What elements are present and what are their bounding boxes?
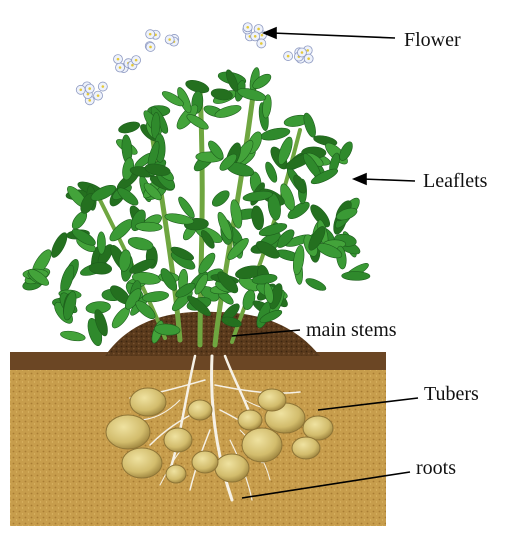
flower-center	[287, 55, 290, 58]
earth-mound	[105, 312, 320, 356]
leaflets-arrow	[362, 179, 415, 181]
leaflet	[60, 329, 86, 342]
flower-center	[119, 66, 122, 69]
tuber	[292, 437, 320, 459]
leaflet	[97, 232, 105, 255]
tuber	[166, 465, 186, 483]
flower-center	[149, 46, 152, 49]
flower-arrow	[272, 33, 395, 38]
flower-center	[131, 64, 134, 67]
leaflets-arrowhead	[354, 174, 366, 184]
flower-center	[261, 34, 264, 37]
leaflet	[214, 103, 243, 120]
leaflet	[292, 245, 306, 276]
flower-clusters	[76, 23, 313, 105]
flower-center	[88, 99, 91, 102]
main-stems-label: main stems	[306, 320, 397, 340]
soil	[10, 358, 386, 526]
roots-label: roots	[416, 458, 456, 478]
leaflets-label: Leaflets	[423, 171, 487, 191]
tuber	[106, 415, 150, 449]
tuber	[238, 410, 262, 430]
leaflet	[342, 271, 370, 280]
tuber	[215, 454, 249, 482]
tuber	[188, 400, 212, 420]
flower-center	[168, 38, 171, 41]
flower-center	[135, 59, 138, 62]
tuber	[242, 428, 282, 462]
leaflet	[210, 188, 232, 209]
flower-center	[102, 85, 105, 88]
flower-center	[301, 51, 304, 54]
leaflet	[117, 120, 141, 135]
flower-center	[307, 57, 310, 60]
flower-center	[88, 87, 91, 90]
flower-center	[260, 42, 263, 45]
flower-center	[254, 35, 257, 38]
tubers-label: Tubers	[424, 384, 479, 404]
leaflets	[21, 67, 370, 347]
flower-center	[97, 94, 100, 97]
tuber	[130, 388, 166, 416]
flower-center	[306, 49, 309, 52]
flower-center	[79, 88, 82, 91]
flower-center	[149, 33, 152, 36]
tuber	[164, 428, 192, 452]
tuber	[192, 451, 218, 473]
leaflet	[301, 112, 318, 139]
flower-center	[257, 28, 260, 31]
leaflet	[304, 276, 327, 293]
tuber	[122, 448, 162, 478]
flower-center	[117, 58, 120, 61]
tuber	[258, 389, 286, 411]
tuber	[303, 416, 333, 440]
flower-label: Flower	[404, 30, 461, 50]
flower-center	[246, 26, 249, 29]
